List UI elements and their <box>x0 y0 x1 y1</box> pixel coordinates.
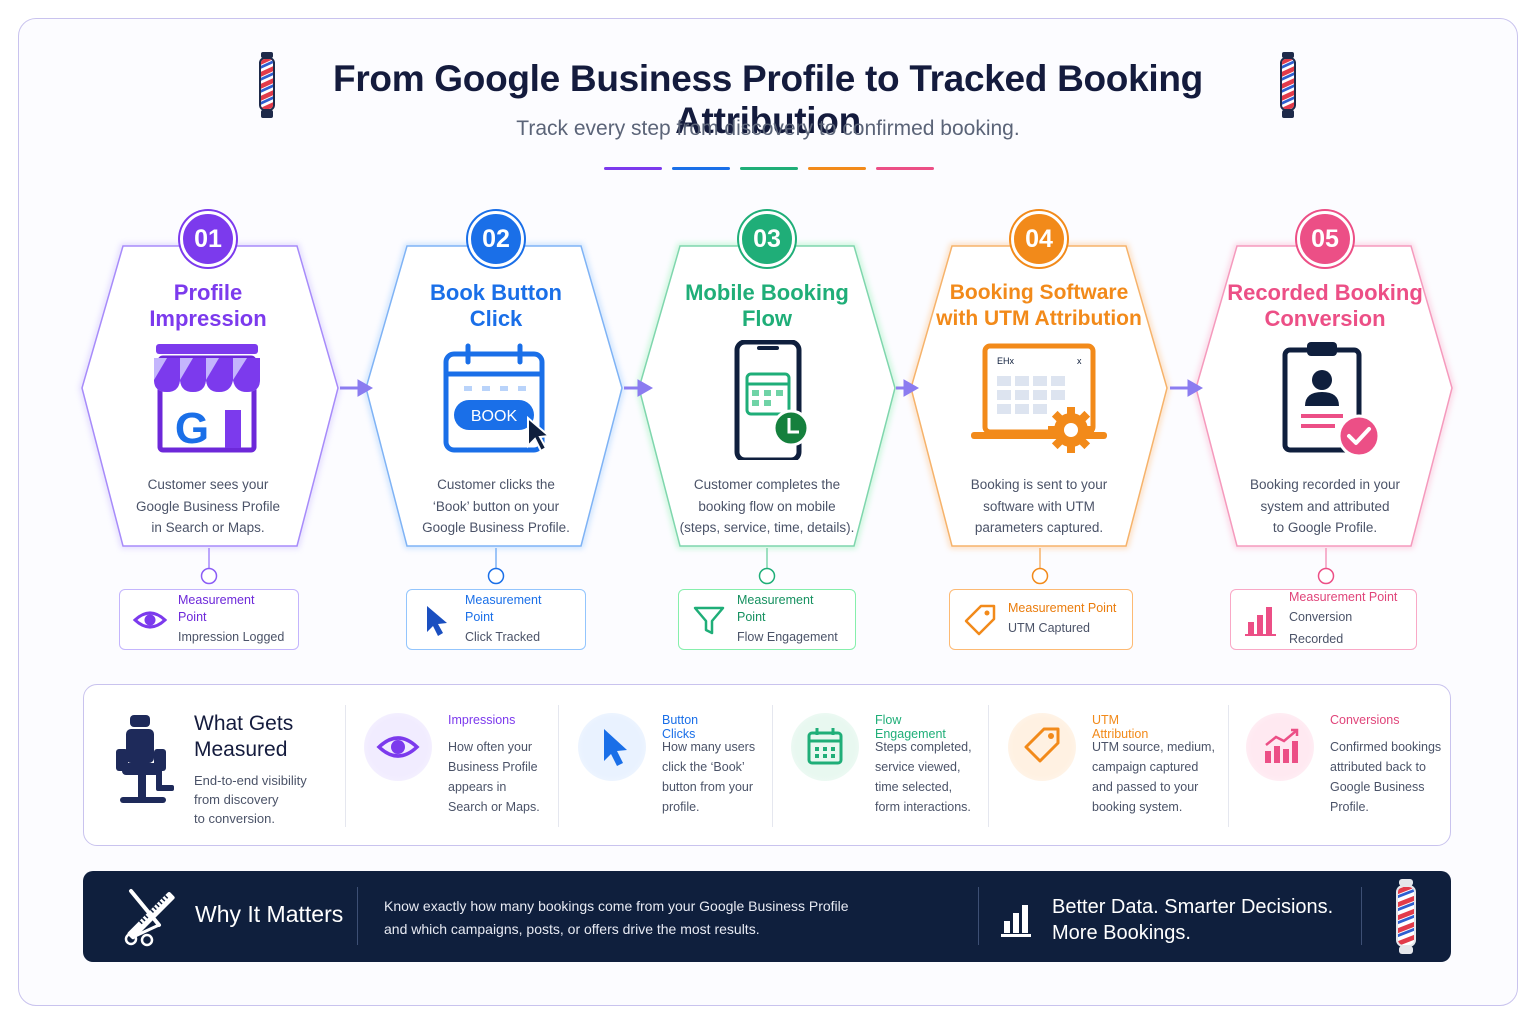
measurement-point: Measurement Point Impression Logged <box>119 589 299 650</box>
bar-chart-icon <box>1245 606 1276 636</box>
metric-description: Steps completed, service viewed, time se… <box>875 740 972 814</box>
why-title: Why It Matters <box>195 901 344 927</box>
measured-description: End-to-end visibility from discovery to … <box>194 773 307 826</box>
calendar-book-icon: BOOK <box>443 343 552 453</box>
measured-header: What Gets Measured End-to-end visibility… <box>106 707 346 827</box>
step-description: Booking is sent to your software with UT… <box>970 477 1108 535</box>
funnel-icon <box>693 606 725 634</box>
measured-title: What Gets Measured <box>194 712 294 761</box>
divider <box>558 705 559 827</box>
why-it-matters-banner: Why It Matters Know exactly how many boo… <box>83 871 1451 962</box>
calendar-icon <box>791 713 859 781</box>
step-title: Profile Impression <box>149 280 267 331</box>
measurement-point: Measurement Point UTM Captured <box>949 589 1133 650</box>
measurement-value: Conversion Recorded <box>1289 610 1353 646</box>
step-description: Customer clicks the ‘Book’ button on you… <box>422 477 570 535</box>
measurement-label: Measurement Point <box>1289 590 1398 604</box>
metric-description: Confirmed bookings attributed back to Go… <box>1330 740 1442 814</box>
step-number-badge: 04 <box>1011 211 1067 267</box>
measurement-label: Measurement Point <box>178 592 255 624</box>
measurement-point: Measurement Point Click Tracked <box>406 589 586 650</box>
barber-pole-icon <box>1396 879 1416 954</box>
step-title: Recorded Booking Conversion <box>1227 280 1423 331</box>
phone-calendar-icon <box>734 340 810 460</box>
page-subtitle: Track every step from discovery to confi… <box>516 117 1020 140</box>
measurement-value: Click Tracked <box>465 629 541 644</box>
step-title: Mobile Booking Flow <box>685 280 849 331</box>
step-description: Booking recorded in your system and attr… <box>1249 477 1401 535</box>
measurement-point: Measurement Point Conversion Recorded <box>1230 589 1417 650</box>
barber-pole-icon <box>259 52 275 118</box>
divider <box>357 887 358 945</box>
tag-icon <box>1008 713 1076 781</box>
barber-chair-icon <box>116 715 174 803</box>
metric-label: Impressions <box>448 713 516 727</box>
step-card: 02 Book Button Click BOOK Customer click… <box>368 210 624 650</box>
metric-label: Flow Engagement <box>875 713 946 741</box>
measurement-point: Measurement Point Flow Engagement <box>678 589 856 650</box>
measurement-value: UTM Captured <box>1008 621 1090 635</box>
step-description: Customer completes the booking flow on m… <box>679 477 855 535</box>
divider <box>345 705 346 827</box>
storefront-google-icon: G <box>154 344 260 453</box>
step-card: 01 Profile Impression G Customer sees yo… <box>80 210 336 650</box>
step-card: 03 Mobile Booking Flow Customer complete… <box>639 210 895 650</box>
metric-label: Button Clicks <box>662 713 699 741</box>
measurement-label: Measurement Point <box>737 592 814 624</box>
step-title: Booking Software with UTM Attribution <box>936 281 1142 330</box>
scissors-comb-icon <box>124 889 175 947</box>
tag-icon <box>964 604 996 635</box>
step-card: 04 Booking Software with UTM Attribution… <box>911 210 1167 650</box>
svg-text:EHx: EHx <box>997 356 1015 366</box>
eye-icon <box>132 611 168 628</box>
cursor-icon <box>578 713 646 781</box>
step-number-badge: 05 <box>1297 211 1353 267</box>
measurement-value: Flow Engagement <box>737 629 838 644</box>
step-title: Book Button Click <box>430 280 562 331</box>
measurement-value: Impression Logged <box>178 629 285 644</box>
svg-text:BOOK: BOOK <box>471 408 518 425</box>
metric-label: Conversions <box>1330 713 1400 727</box>
step-number-badge: 03 <box>739 211 795 267</box>
clipboard-check-icon <box>1282 342 1381 458</box>
divider <box>1361 887 1362 945</box>
step-card: 05 Recorded Booking Conversion Booking r… <box>1197 210 1453 650</box>
measurement-label: Measurement Point <box>1008 601 1117 615</box>
divider <box>1228 705 1229 827</box>
measurement-label: Measurement Point <box>465 592 542 624</box>
barber-pole-icon <box>1280 52 1296 118</box>
divider <box>978 887 979 945</box>
eye-icon <box>364 713 432 781</box>
metric-description: UTM source, medium, campaign captured an… <box>1092 740 1215 814</box>
laptop-gear-icon: EHx x <box>971 343 1107 453</box>
divider <box>772 705 773 827</box>
page-title: From Google Business Profile to Tracked … <box>333 58 1203 141</box>
metric-description: How many users click the ‘Book’ button f… <box>662 740 756 814</box>
svg-text:x: x <box>1077 356 1082 366</box>
metric-label: UTM Attribution <box>1092 713 1149 741</box>
step-number-badge: 01 <box>180 211 236 267</box>
cursor-icon <box>427 605 447 636</box>
what-gets-measured-panel: What Gets Measured End-to-end visibility… <box>83 684 1451 846</box>
why-description: Know exactly how many bookings come from… <box>384 898 849 937</box>
step-number-badge: 02 <box>468 211 524 267</box>
color-divider <box>604 167 934 170</box>
metric-description: How often your Business Profile appears … <box>448 740 540 814</box>
step-description: Customer sees your Google Business Profi… <box>135 477 281 535</box>
bar-chart-icon <box>1001 905 1031 937</box>
growth-chart-icon <box>1246 713 1314 781</box>
svg-text:G: G <box>175 404 209 453</box>
why-tagline: Better Data. Smarter Decisions. More Boo… <box>1052 896 1334 944</box>
divider <box>988 705 989 827</box>
